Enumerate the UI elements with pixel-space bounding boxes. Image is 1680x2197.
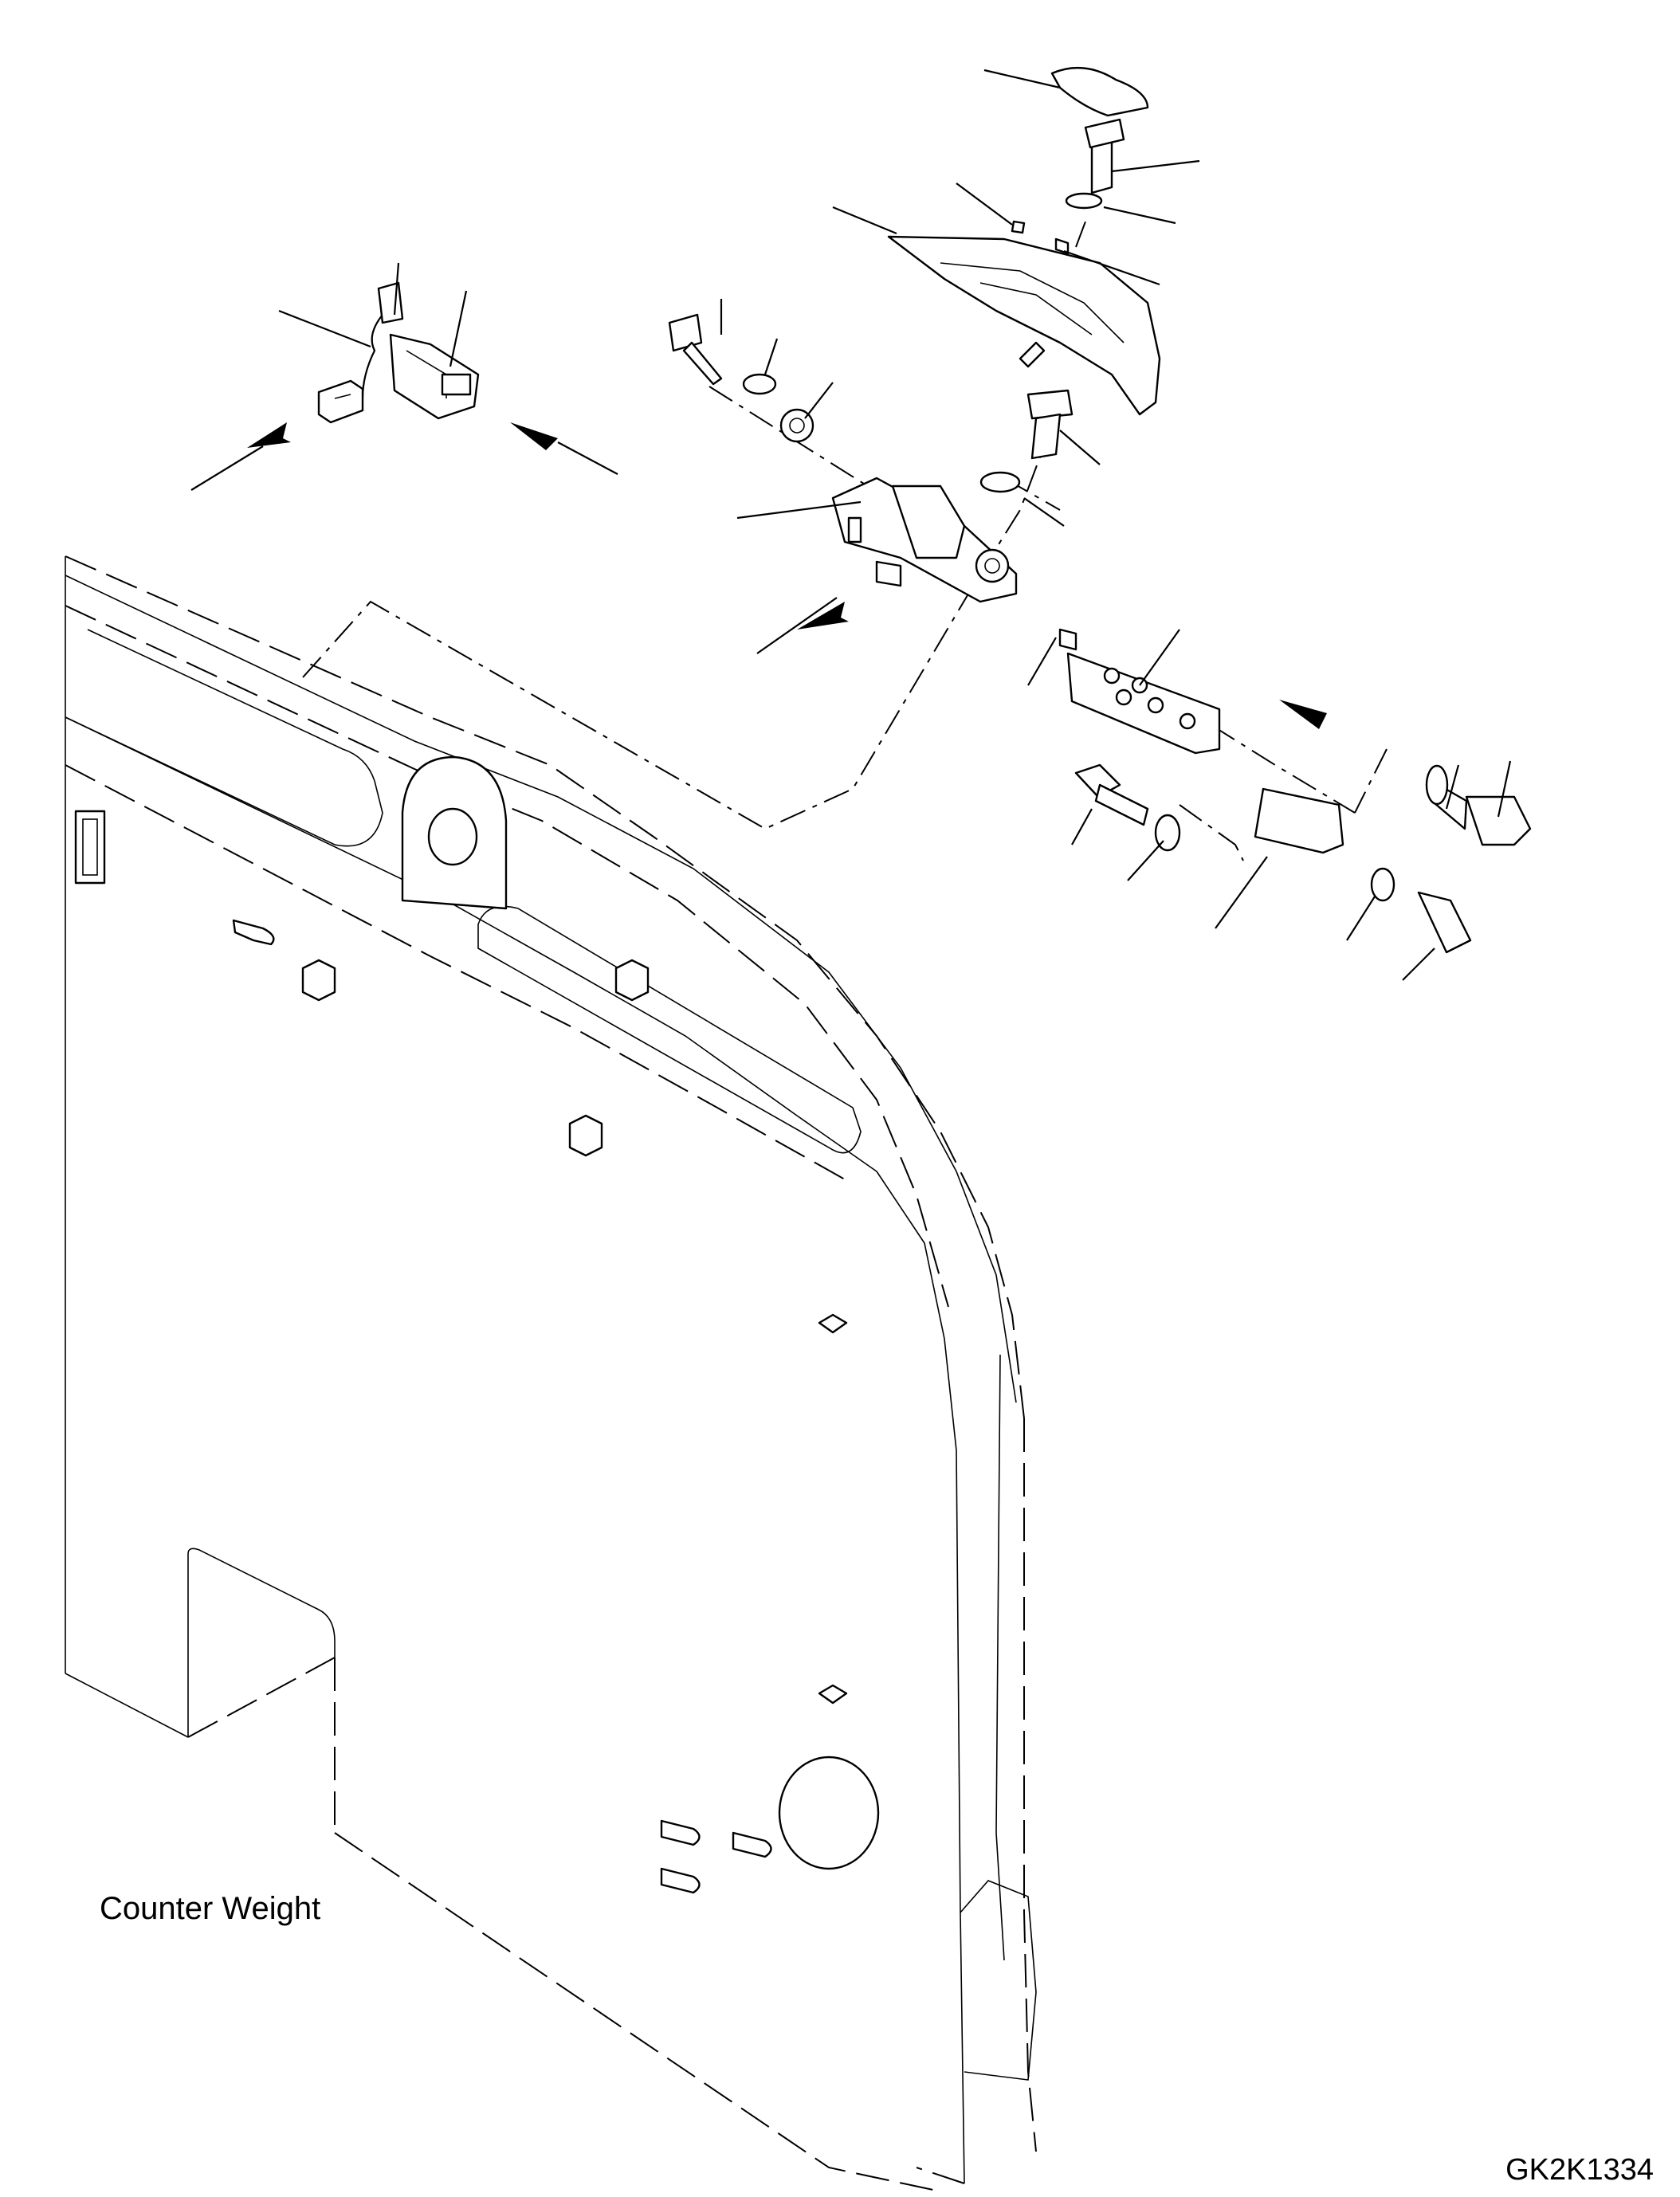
top-cap-part bbox=[1050, 66, 1149, 117]
fasteners bbox=[668, 118, 1532, 954]
counterweight-body bbox=[65, 555, 1037, 2192]
drawing-code: GK2K1334 bbox=[1505, 2153, 1654, 2187]
caption-counter-weight: Counter Weight bbox=[100, 1891, 320, 1926]
harness-connector-part bbox=[317, 281, 480, 424]
mount-bracket-part bbox=[831, 477, 1018, 603]
cover-plate-part bbox=[887, 235, 1161, 416]
callout-leaders bbox=[190, 69, 1512, 981]
view-direction-arrows bbox=[247, 422, 1327, 729]
